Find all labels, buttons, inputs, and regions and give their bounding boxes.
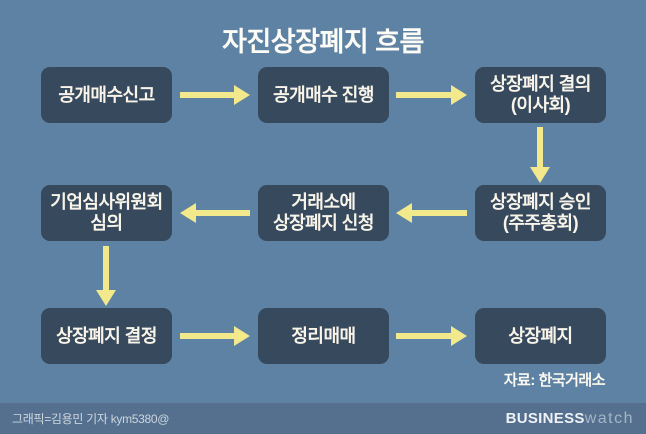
arrow-down-icon xyxy=(103,246,109,290)
arrow-right-icon xyxy=(396,333,451,339)
flow-step-3: 상장폐지 결의 (이사회) xyxy=(475,67,606,123)
flow-step-7: 상장폐지 결정 xyxy=(41,308,172,364)
graphic-credit: 그래픽=김용민 기자 kym5380@ xyxy=(12,412,170,426)
flow-step-5: 거래소에 상장폐지 신청 xyxy=(258,185,389,241)
arrow-right-icon xyxy=(180,333,234,339)
arrow-left-icon xyxy=(196,210,250,216)
source-note: 자료: 한국거래소 xyxy=(503,372,606,389)
flow-step-2: 공개매수 진행 xyxy=(258,67,389,123)
arrow-down-icon xyxy=(537,127,543,167)
arrow-right-icon xyxy=(180,92,234,98)
flow-step-1: 공개매수신고 xyxy=(41,67,172,123)
flow-step-9: 상장폐지 xyxy=(475,308,606,364)
flow-step-8: 정리매매 xyxy=(258,308,389,364)
flow-step-4: 상장폐지 승인 (주주총회) xyxy=(475,185,606,241)
logo-text-bold: BUSINESS xyxy=(505,409,585,427)
arrow-right-icon xyxy=(396,92,451,98)
logo-text-light: watch xyxy=(584,409,634,427)
flow-step-6: 기업심사위원회 심의 xyxy=(41,185,172,241)
arrow-left-icon xyxy=(412,210,467,216)
page-title: 자진상장폐지 흐름 xyxy=(222,27,424,57)
